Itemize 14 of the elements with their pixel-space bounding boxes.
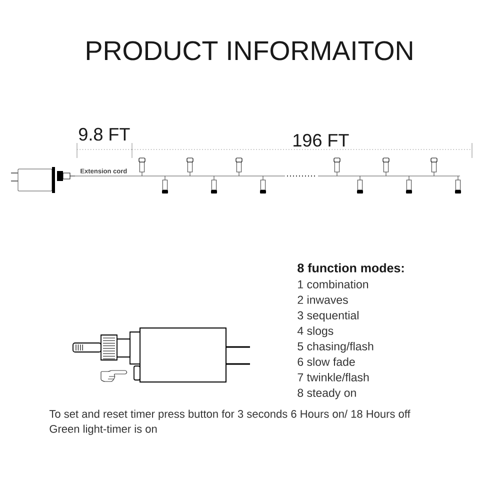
title: PRODUCT INFORMAITON [86,41,412,60]
note-text: To set and reset timer press button for 3 seconds 6 Hours on/ 18 Hours off [49,410,410,420]
list-item: 2 inwaves [298,295,348,304]
list-item: 3 sequential [298,310,358,322]
list-item: 8 steady on [298,388,356,400]
list-item: 4 slogs [297,326,334,338]
list-item: 6 slow fade [298,357,355,366]
list-item: 1 combination [298,280,368,288]
note-text: Green light-timer is on [50,424,157,435]
dimension-label: 9.8 FT [79,128,130,141]
list-heading: 8 function modes: [298,263,404,272]
dimension-label: 196 FT [294,134,349,147]
list-item: 5 chasing/flash [298,342,374,353]
list-item: 7 twinkle/flash [298,372,369,382]
